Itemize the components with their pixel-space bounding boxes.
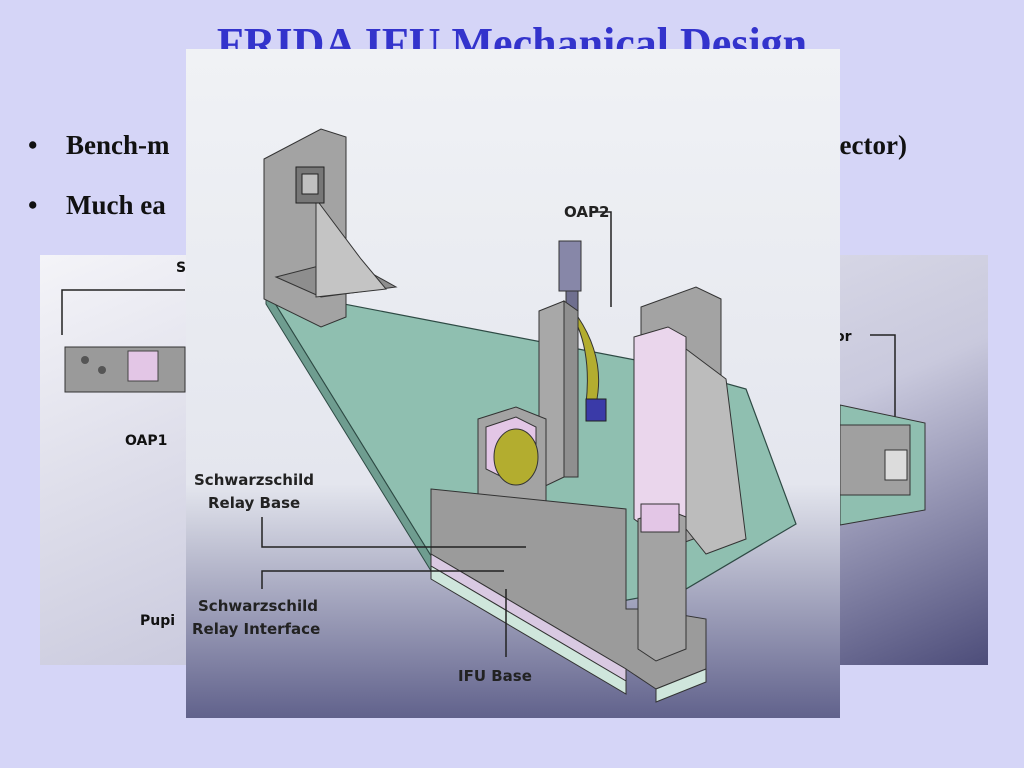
back-leader-line: [61, 289, 185, 335]
oap2-stage: [558, 240, 582, 292]
back-label-oap1: OAP1: [125, 433, 167, 449]
label-oap2: OAP2: [564, 203, 609, 221]
back-mount-right-detail: [884, 449, 908, 481]
right-mirror-pink: [633, 326, 687, 530]
back-screw: [98, 366, 106, 374]
left-bracket-gusset: [315, 197, 387, 298]
left-bracket-mount-detail: [301, 173, 319, 195]
back-screw: [81, 356, 89, 364]
label-relay-base-line2: Relay Base: [208, 494, 300, 512]
relay-mirror-disc: [493, 428, 539, 486]
ifu-base: [430, 565, 627, 695]
bullet-1-symbol: •: [28, 130, 38, 160]
label-relay-interface-line1: Schwarzschild: [198, 597, 318, 615]
back-mount-pink: [127, 350, 159, 382]
oap2-mirror-base: [585, 398, 607, 422]
back-leader-line: [870, 334, 896, 425]
back-label-pupil: Pupi: [140, 613, 175, 629]
bullet-2-symbol: •: [28, 190, 38, 220]
back-label-top: S: [176, 260, 186, 276]
center-post-side: [563, 300, 579, 478]
front-figure: OAP2 Schwarzschild Relay Base Schwarzsch…: [186, 49, 840, 718]
bullet-2: • Much ea: [28, 190, 166, 221]
relay-base-leader-line: [261, 517, 526, 548]
back-mount-left: [64, 346, 186, 393]
bullet-1: • Bench-m: [28, 130, 170, 161]
oap2-leader-line: [596, 211, 612, 307]
relay-interface-leader-line: [261, 570, 504, 589]
ifu-base-edge: [655, 668, 707, 703]
label-relay-interface-line2: Relay Interface: [192, 620, 320, 638]
bullet-1-text: Bench-m: [66, 130, 170, 160]
bullet-2-text: Much ea: [66, 190, 166, 220]
label-relay-base-line1: Schwarzschild: [194, 471, 314, 489]
label-ifu-base: IFU Base: [458, 667, 532, 685]
front-right-mount-pink: [640, 503, 680, 533]
right-plate-gusset: [685, 348, 747, 555]
